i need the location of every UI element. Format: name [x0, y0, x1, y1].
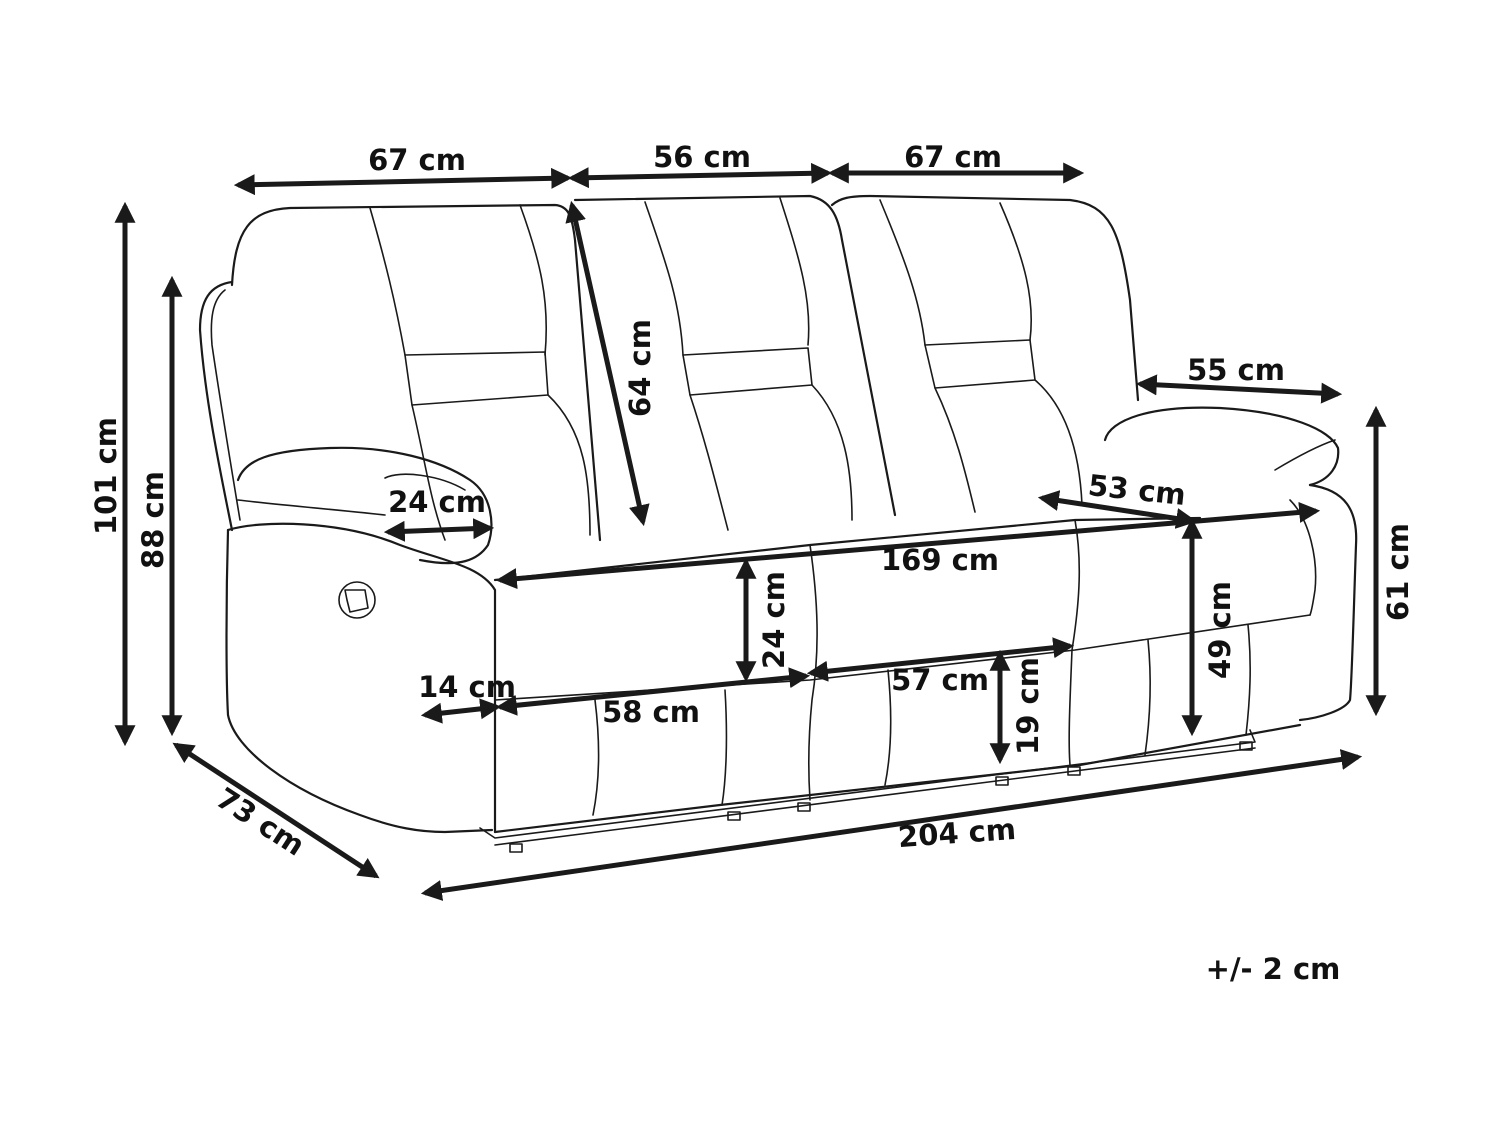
label-cushion-thickness: 24 cm [757, 571, 791, 669]
dim-line-55 [1135, 374, 1343, 404]
label-back-height: 88 cm [136, 471, 170, 569]
dim-line-67-left [233, 167, 573, 196]
dim-line-58 [495, 667, 811, 716]
label-right-section-top: 67 cm [904, 140, 1002, 174]
label-middle-seat-width-top: 56 cm [653, 140, 751, 174]
dim-line-64 [565, 200, 650, 527]
label-tolerance: +/- 2 cm [1206, 952, 1341, 986]
label-armrest-width: 24 cm [388, 485, 486, 519]
label-leg-height: 19 cm [1011, 657, 1045, 755]
label-total-height: 101 cm [89, 417, 123, 535]
dimension-labels: 67 cm 56 cm 67 cm 64 cm 55 cm 101 cm 88 … [89, 140, 1415, 986]
dim-line-73 [172, 742, 380, 879]
label-armrest-height: 61 cm [1381, 523, 1415, 621]
label-backrest-height: 64 cm [623, 319, 657, 417]
dim-line-24-arm [383, 518, 495, 542]
label-total-width: 204 cm [897, 812, 1017, 854]
dim-line-169 [495, 501, 1321, 590]
label-seat-height: 49 cm [1203, 581, 1237, 679]
label-left-seat-width: 58 cm [602, 695, 700, 729]
label-middle-seat-width: 57 cm [891, 663, 989, 697]
label-seat-width-total: 169 cm [881, 543, 999, 577]
label-armrest-depth-top: 67 cm [368, 143, 466, 177]
label-right-armrest-length: 55 cm [1187, 353, 1285, 387]
dim-line-57 [806, 637, 1075, 682]
label-side-panel: 14 cm [418, 670, 516, 704]
dim-line-14 [420, 698, 502, 724]
dimension-lines [114, 162, 1387, 901]
dim-line-56 [567, 162, 833, 189]
dim-line-204 [420, 749, 1363, 901]
